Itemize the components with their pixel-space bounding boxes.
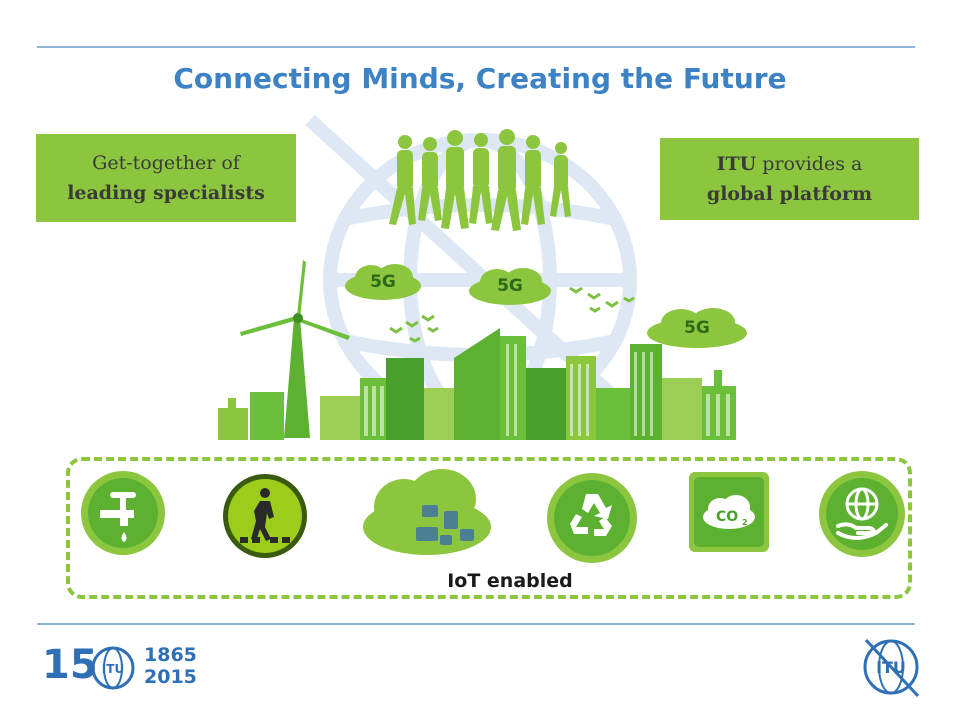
people-silhouettes <box>389 129 571 231</box>
co2-icon: CO 2 <box>689 472 769 552</box>
5g-cloud-3: 5G <box>645 306 749 350</box>
specialists-line1: Get-together of <box>92 152 240 174</box>
itu-150-logo: 15 ITU 1865 2015 <box>42 640 197 696</box>
5g-label-1: 5G <box>370 272 396 292</box>
water-tap-icon <box>81 471 165 555</box>
itu-globe-icon: ITU <box>91 646 135 690</box>
platform-line1: provides a <box>756 153 863 175</box>
platform-itu: ITU <box>716 153 757 175</box>
cloud-icon <box>469 268 551 305</box>
top-rule <box>37 46 915 48</box>
globe-hand-icon <box>819 471 905 557</box>
iot-enabled-label: IoT enabled <box>447 570 573 592</box>
cloud-devices-icon <box>363 469 491 555</box>
recycle-icon <box>547 473 637 563</box>
cloud-icon <box>345 264 421 300</box>
5g-cloud-2: 5G <box>467 266 553 306</box>
platform-line2: global platform <box>706 183 873 205</box>
5g-cloud-1: 5G <box>343 262 423 302</box>
green-city-skyline <box>218 260 736 440</box>
5g-label-2: 5G <box>497 276 523 296</box>
platform-box: ITU provides a global platform <box>660 138 919 220</box>
anniversary-years: 1865 2015 <box>144 644 197 688</box>
5g-label-3: 5G <box>684 318 710 338</box>
birds-icon <box>389 286 635 343</box>
anniversary-number: 15 <box>42 642 98 688</box>
iot-frame <box>66 457 912 599</box>
itu-logo-icon: ITU <box>863 638 920 698</box>
svg-text:CO: CO <box>716 509 738 525</box>
specialists-box: Get-together of leading specialists <box>36 134 296 222</box>
page-title: Connecting Minds, Creating the Future <box>173 62 787 95</box>
svg-text:2: 2 <box>742 518 748 527</box>
cloud-icon <box>647 308 747 348</box>
wind-turbine-icon <box>240 260 350 438</box>
year-end: 2015 <box>144 666 197 688</box>
pedestrian-crossing-icon <box>223 474 307 558</box>
specialists-line2: leading specialists <box>67 182 265 204</box>
bottom-rule <box>37 623 915 625</box>
itu-logo-text: ITU <box>876 658 906 677</box>
year-start: 1865 <box>144 644 197 666</box>
svg-text:ITU: ITU <box>102 662 124 676</box>
